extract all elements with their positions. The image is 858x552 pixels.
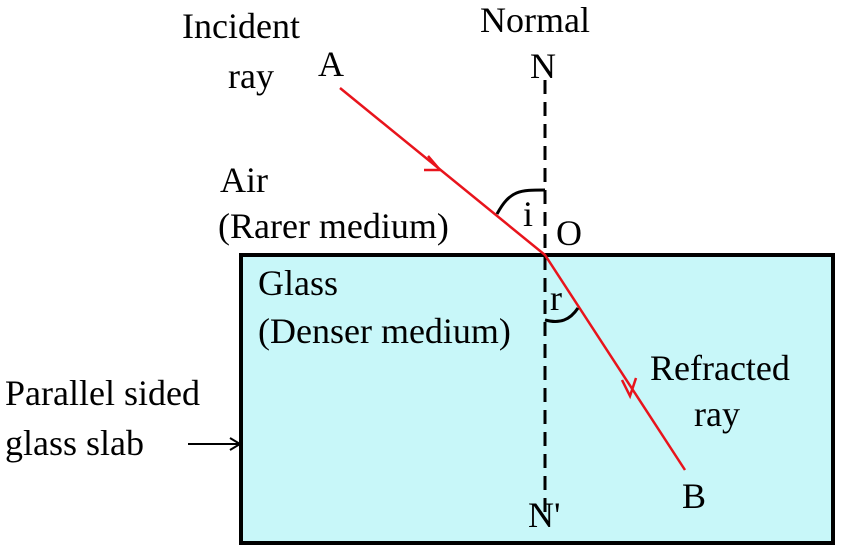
refracted-label-2: ray: [694, 394, 740, 434]
incident-label: Incident: [182, 6, 300, 46]
refracted-arrow-head: [620, 377, 638, 400]
normal-label: Normal: [480, 0, 590, 40]
point-n-label: N: [530, 46, 556, 86]
point-b-label: B: [682, 476, 706, 516]
air-label: Air: [220, 160, 268, 200]
glass-medium-label: (Denser medium): [258, 311, 511, 351]
refracted-label: Refracted: [650, 348, 790, 388]
glass-label: Glass: [258, 263, 338, 303]
point-a-label: A: [318, 44, 344, 84]
point-o-label: O: [556, 213, 582, 253]
angle-r-arc: [544, 307, 580, 323]
light-ray: [339, 87, 687, 471]
incident-label-2: ray: [228, 56, 274, 96]
slab-label: Parallel sided: [5, 373, 200, 413]
incident-arrow-head: [424, 155, 443, 172]
slab-label-2: glass slab: [5, 423, 144, 463]
angle-i-label: i: [523, 194, 533, 234]
slab-pointer-arrow-head: [229, 437, 242, 451]
air-medium-label: (Rarer medium): [218, 206, 449, 246]
point-n-prime-label: N': [528, 495, 560, 535]
glass-slab: [239, 253, 835, 545]
angle-i-arc: [495, 188, 546, 215]
angle-r-label: r: [550, 278, 562, 318]
